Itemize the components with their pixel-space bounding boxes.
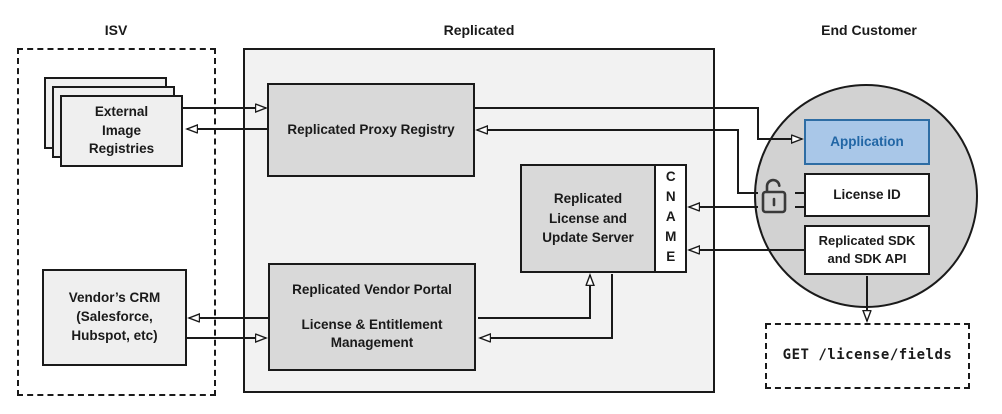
vendor-portal-title: Replicated Vendor Portal [292,281,452,297]
replicated-sdk-label: Replicated SDK and SDK API [818,232,916,266]
proxy-registry-node: Replicated Proxy Registry [267,83,475,177]
vendor-portal-subtitle: License & Entitlement Management [301,316,443,351]
license-id-label: License ID [833,186,901,202]
get-license-fields-label: GET /license/fields [782,347,953,364]
proxy-registry-label: Replicated Proxy Registry [287,121,455,137]
section-title-end-customer: End Customer [821,22,917,38]
license-update-server-body: Replicated License and Update Server [522,166,654,271]
application-node: Application [804,119,930,165]
license-update-server-node: Replicated License and Update Server CNA… [520,164,687,273]
external-image-registries-node: External Image Registries [60,95,183,167]
license-update-server-label: Replicated License and Update Server [542,191,634,246]
vendors-crm-node: Vendor’s CRM (Salesforce, Hubspot, etc) [42,269,187,366]
replicated-sdk-node: Replicated SDK and SDK API [804,225,930,275]
section-title-isv: ISV [104,22,128,38]
vendors-crm-label: Vendor’s CRM (Salesforce, Hubspot, etc) [68,290,161,343]
get-license-fields-box: GET /license/fields [765,323,970,389]
application-label: Application [830,133,904,149]
section-title-replicated: Replicated [443,22,515,38]
license-id-node: License ID [804,173,930,217]
vendor-portal-node: Replicated Vendor Portal License & Entit… [268,263,476,371]
external-image-registries-label: External Image Registries [88,103,155,157]
cname-label: CNAME [663,168,679,269]
cname-strip: CNAME [654,166,685,271]
